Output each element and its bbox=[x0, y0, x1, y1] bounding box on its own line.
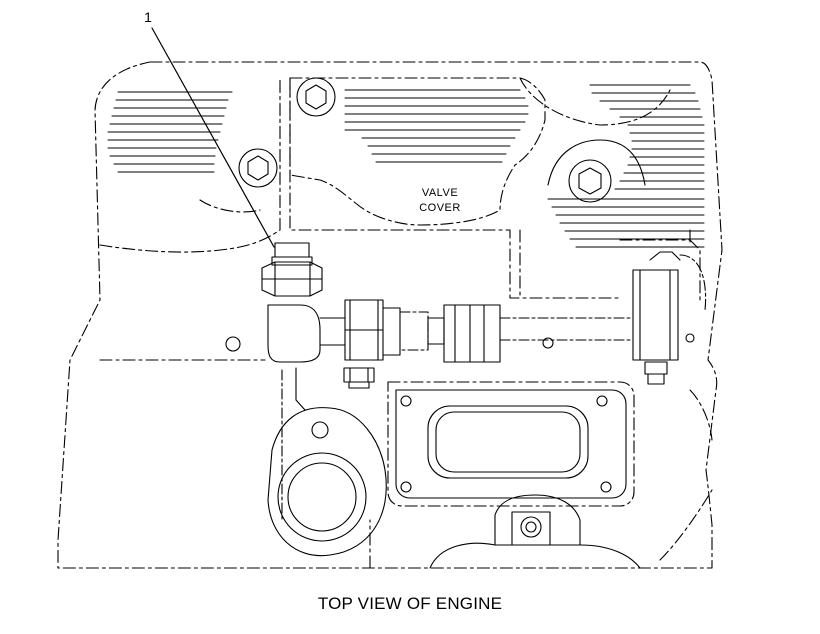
callout-1-label: 1 bbox=[144, 9, 152, 25]
right-cylinder-head bbox=[547, 84, 705, 301]
right-fins bbox=[547, 84, 705, 248]
bolt-left bbox=[238, 148, 278, 188]
callout-1-leader-line bbox=[151, 27, 275, 248]
left-cylinder-head bbox=[99, 79, 281, 352]
exhaust-flange bbox=[387, 381, 635, 507]
sensor-fitting bbox=[261, 242, 323, 363]
phantom-lines bbox=[99, 229, 713, 569]
bolt-small-lower bbox=[343, 367, 375, 389]
engine-outline bbox=[57, 61, 723, 569]
valve-cover-label-line1: VALVE bbox=[422, 187, 458, 199]
bolt-top-center bbox=[296, 77, 336, 117]
bolt-right bbox=[568, 159, 612, 203]
valve-cover-label-line2: COVER bbox=[419, 202, 461, 214]
left-port bbox=[267, 367, 387, 557]
figure-caption: TOP VIEW OF ENGINE bbox=[317, 594, 503, 613]
wiring-harness bbox=[319, 299, 631, 363]
lower-boss bbox=[429, 494, 641, 569]
right-component bbox=[632, 251, 707, 385]
valve-cover bbox=[289, 77, 671, 299]
valve-cover-fins bbox=[344, 89, 529, 163]
left-fins bbox=[107, 91, 233, 173]
